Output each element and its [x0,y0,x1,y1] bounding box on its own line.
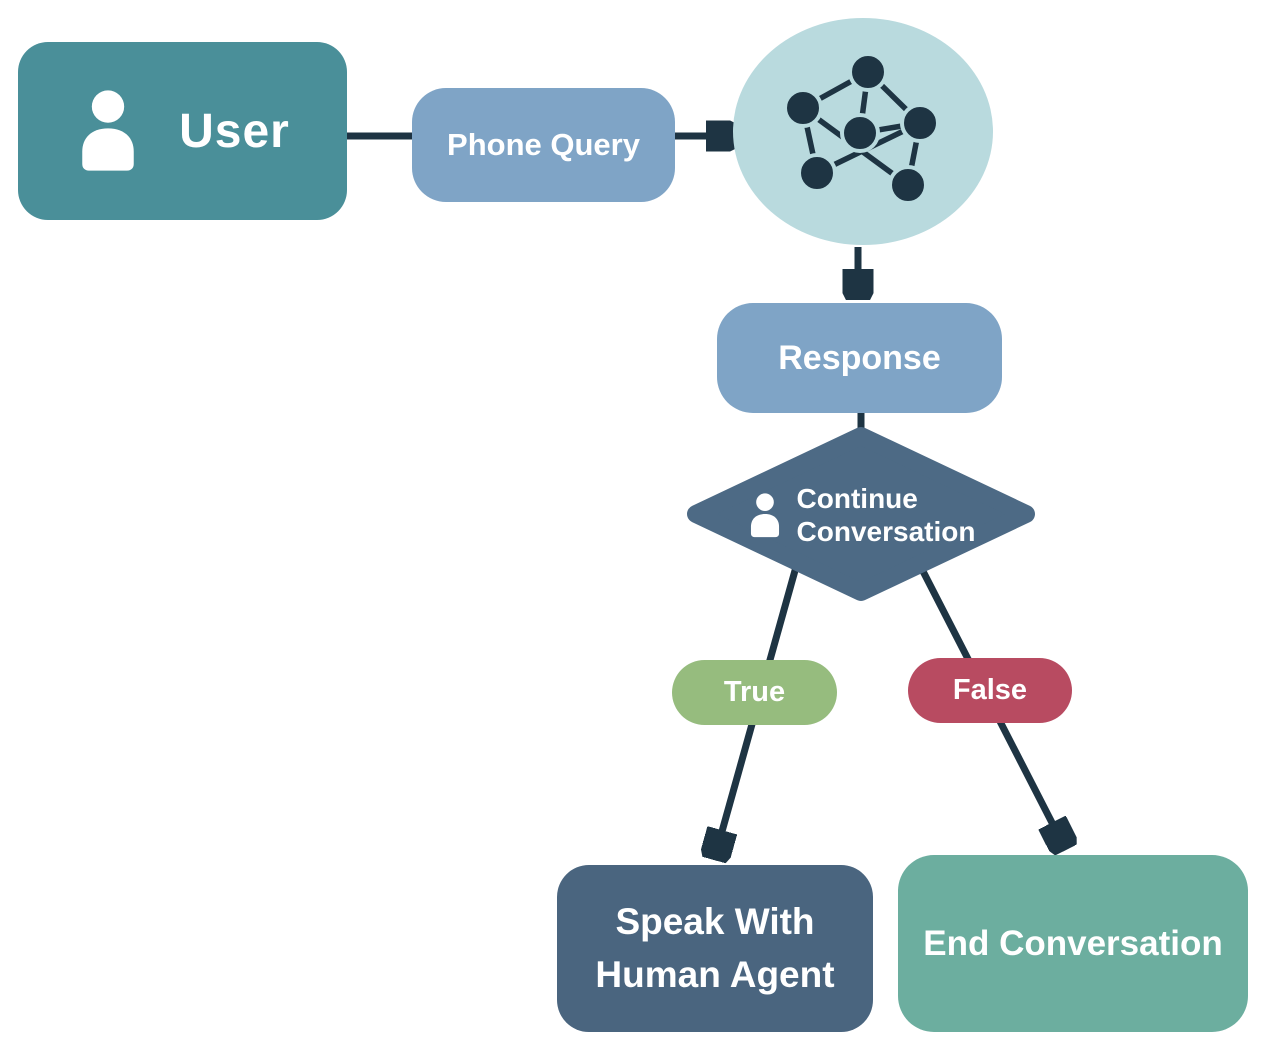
neural-network-icon [783,52,940,205]
end-conversation-node: End Conversation [898,855,1248,1032]
user-node: User [18,42,347,220]
decision-label: Continue Conversation [796,482,976,547]
response-node: Response [717,303,1002,413]
speak-label: Speak With Human Agent [595,900,835,995]
response-label: Response [778,338,941,377]
decision-content: Continue Conversation [721,455,1001,575]
phone-query-label: Phone Query [412,88,675,202]
false-edge-label: False [908,658,1072,723]
end-conversation-label: End Conversation [923,923,1223,963]
person-icon [750,492,779,537]
speak-with-human-agent-node: Speak With Human Agent [557,865,873,1032]
user-label: User [179,104,290,158]
neural-network-node [733,18,993,245]
true-edge-label: True [672,660,837,725]
user-icon [82,90,134,171]
